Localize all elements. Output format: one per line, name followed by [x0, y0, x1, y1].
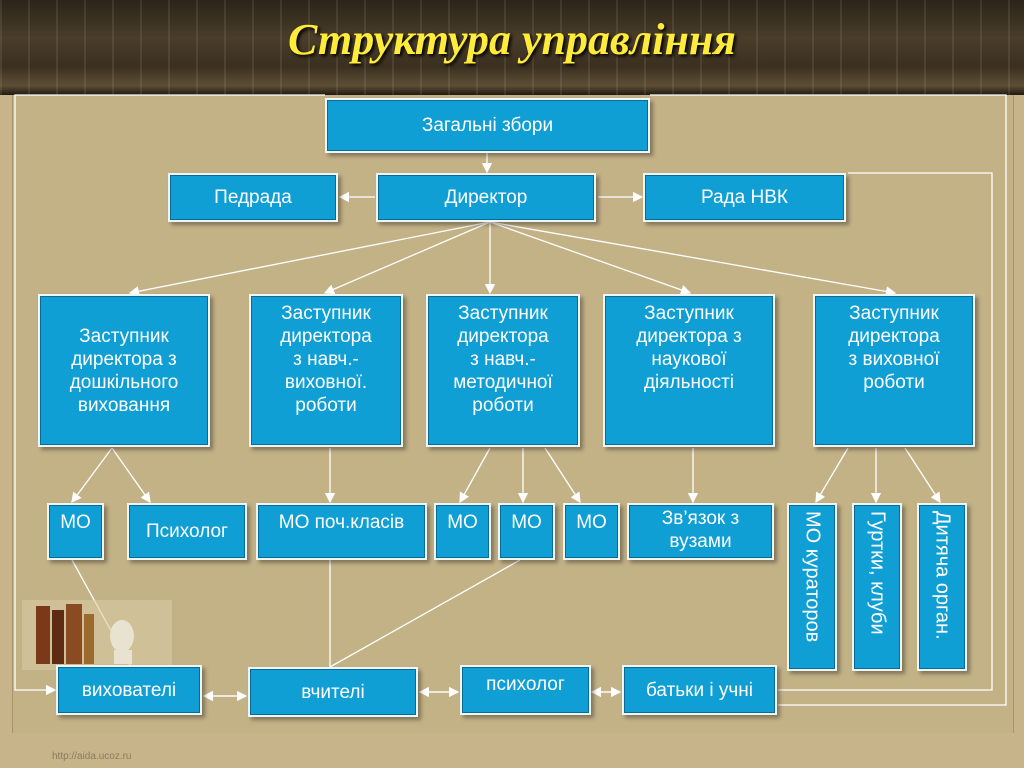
- feedback-line-left: [14, 94, 325, 696]
- educators-box: вихователі: [56, 665, 202, 715]
- deputy-methodical-box: Заступник директора з навч.- методичної …: [426, 294, 580, 447]
- deputy-upbringing-box: Заступник директора з виховної роботи: [813, 294, 975, 447]
- mo-box-4: МО: [563, 503, 620, 560]
- clubs-box: Гуртки, клуби: [852, 503, 902, 671]
- psychologist-box: Психолог: [127, 503, 247, 560]
- mo-box-2: МО: [434, 503, 491, 560]
- mo-box-3: МО: [498, 503, 555, 560]
- director-box: Директор: [376, 173, 596, 222]
- deputy-educational-box: Заступник директора з навч.- виховної. р…: [249, 294, 403, 447]
- pedrada-box: Педрада: [168, 173, 338, 222]
- mo-primary-box: МО поч.класів: [256, 503, 427, 560]
- deputy-scientific-box: Заступник директора з наукової діяльност…: [603, 294, 775, 447]
- decorative-header-band: [0, 0, 1024, 95]
- books-decoration: [22, 600, 172, 670]
- university-link-box: Зв’язок з вузами: [627, 503, 774, 560]
- feedback-line-right: [650, 94, 1007, 706]
- deputy-preschool-box: Заступник директора з дошкільного вихова…: [38, 294, 210, 447]
- mo-box-1: МО: [47, 503, 104, 560]
- feedback-line-inner: [778, 172, 993, 691]
- slide-title: Структура управління: [288, 15, 736, 64]
- header-ornament: [0, 0, 1024, 95]
- parents-students-box: батьки і учні: [622, 665, 777, 715]
- children-org-box: Дитяча орган.: [917, 503, 967, 671]
- general-meeting-box: Загальні збори: [325, 98, 650, 153]
- rada-nvk-box: Рада НВК: [643, 173, 846, 222]
- source-url: http://aida.ucoz.ru: [52, 751, 132, 762]
- school-psychologist-box: психолог: [460, 665, 591, 715]
- teachers-box: вчителі: [248, 667, 418, 717]
- mo-curators-box: МО кураторов: [787, 503, 837, 671]
